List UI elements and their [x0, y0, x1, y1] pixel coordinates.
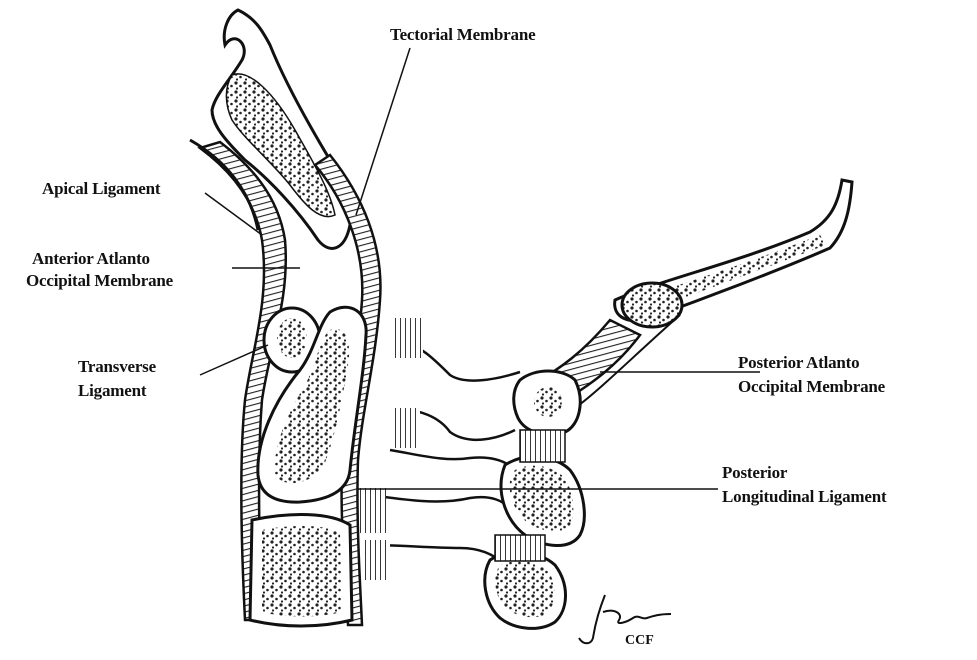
signature-mark: CCF — [625, 633, 654, 648]
label-posterior-longitudinal-line1: Posterior — [722, 462, 787, 483]
atlas-posterior-arch — [514, 371, 580, 434]
label-transverse-line2: Ligament — [78, 380, 146, 401]
leader-tectorial — [356, 48, 410, 215]
label-posterior-longitudinal-line2: Longitudinal Ligament — [722, 486, 886, 507]
label-anterior-atlanto-line2: Occipital Membrane — [26, 270, 173, 291]
c3-spinous-process — [485, 535, 566, 628]
artist-signature: CCF — [575, 590, 685, 650]
label-anterior-atlanto-line1: Anterior Atlanto — [32, 248, 150, 269]
label-posterior-atlanto-line2: Occipital Membrane — [738, 376, 885, 397]
label-tectorial-membrane: Tectorial Membrane — [390, 24, 535, 45]
label-posterior-atlanto-line1: Posterior Atlanto — [738, 352, 859, 373]
occipital-bone — [615, 180, 852, 327]
label-apical-ligament: Apical Ligament — [42, 178, 160, 199]
c3-vertebral-body — [250, 515, 352, 626]
label-transverse-line1: Transverse — [78, 356, 156, 377]
axis-spinous-process — [501, 430, 584, 546]
